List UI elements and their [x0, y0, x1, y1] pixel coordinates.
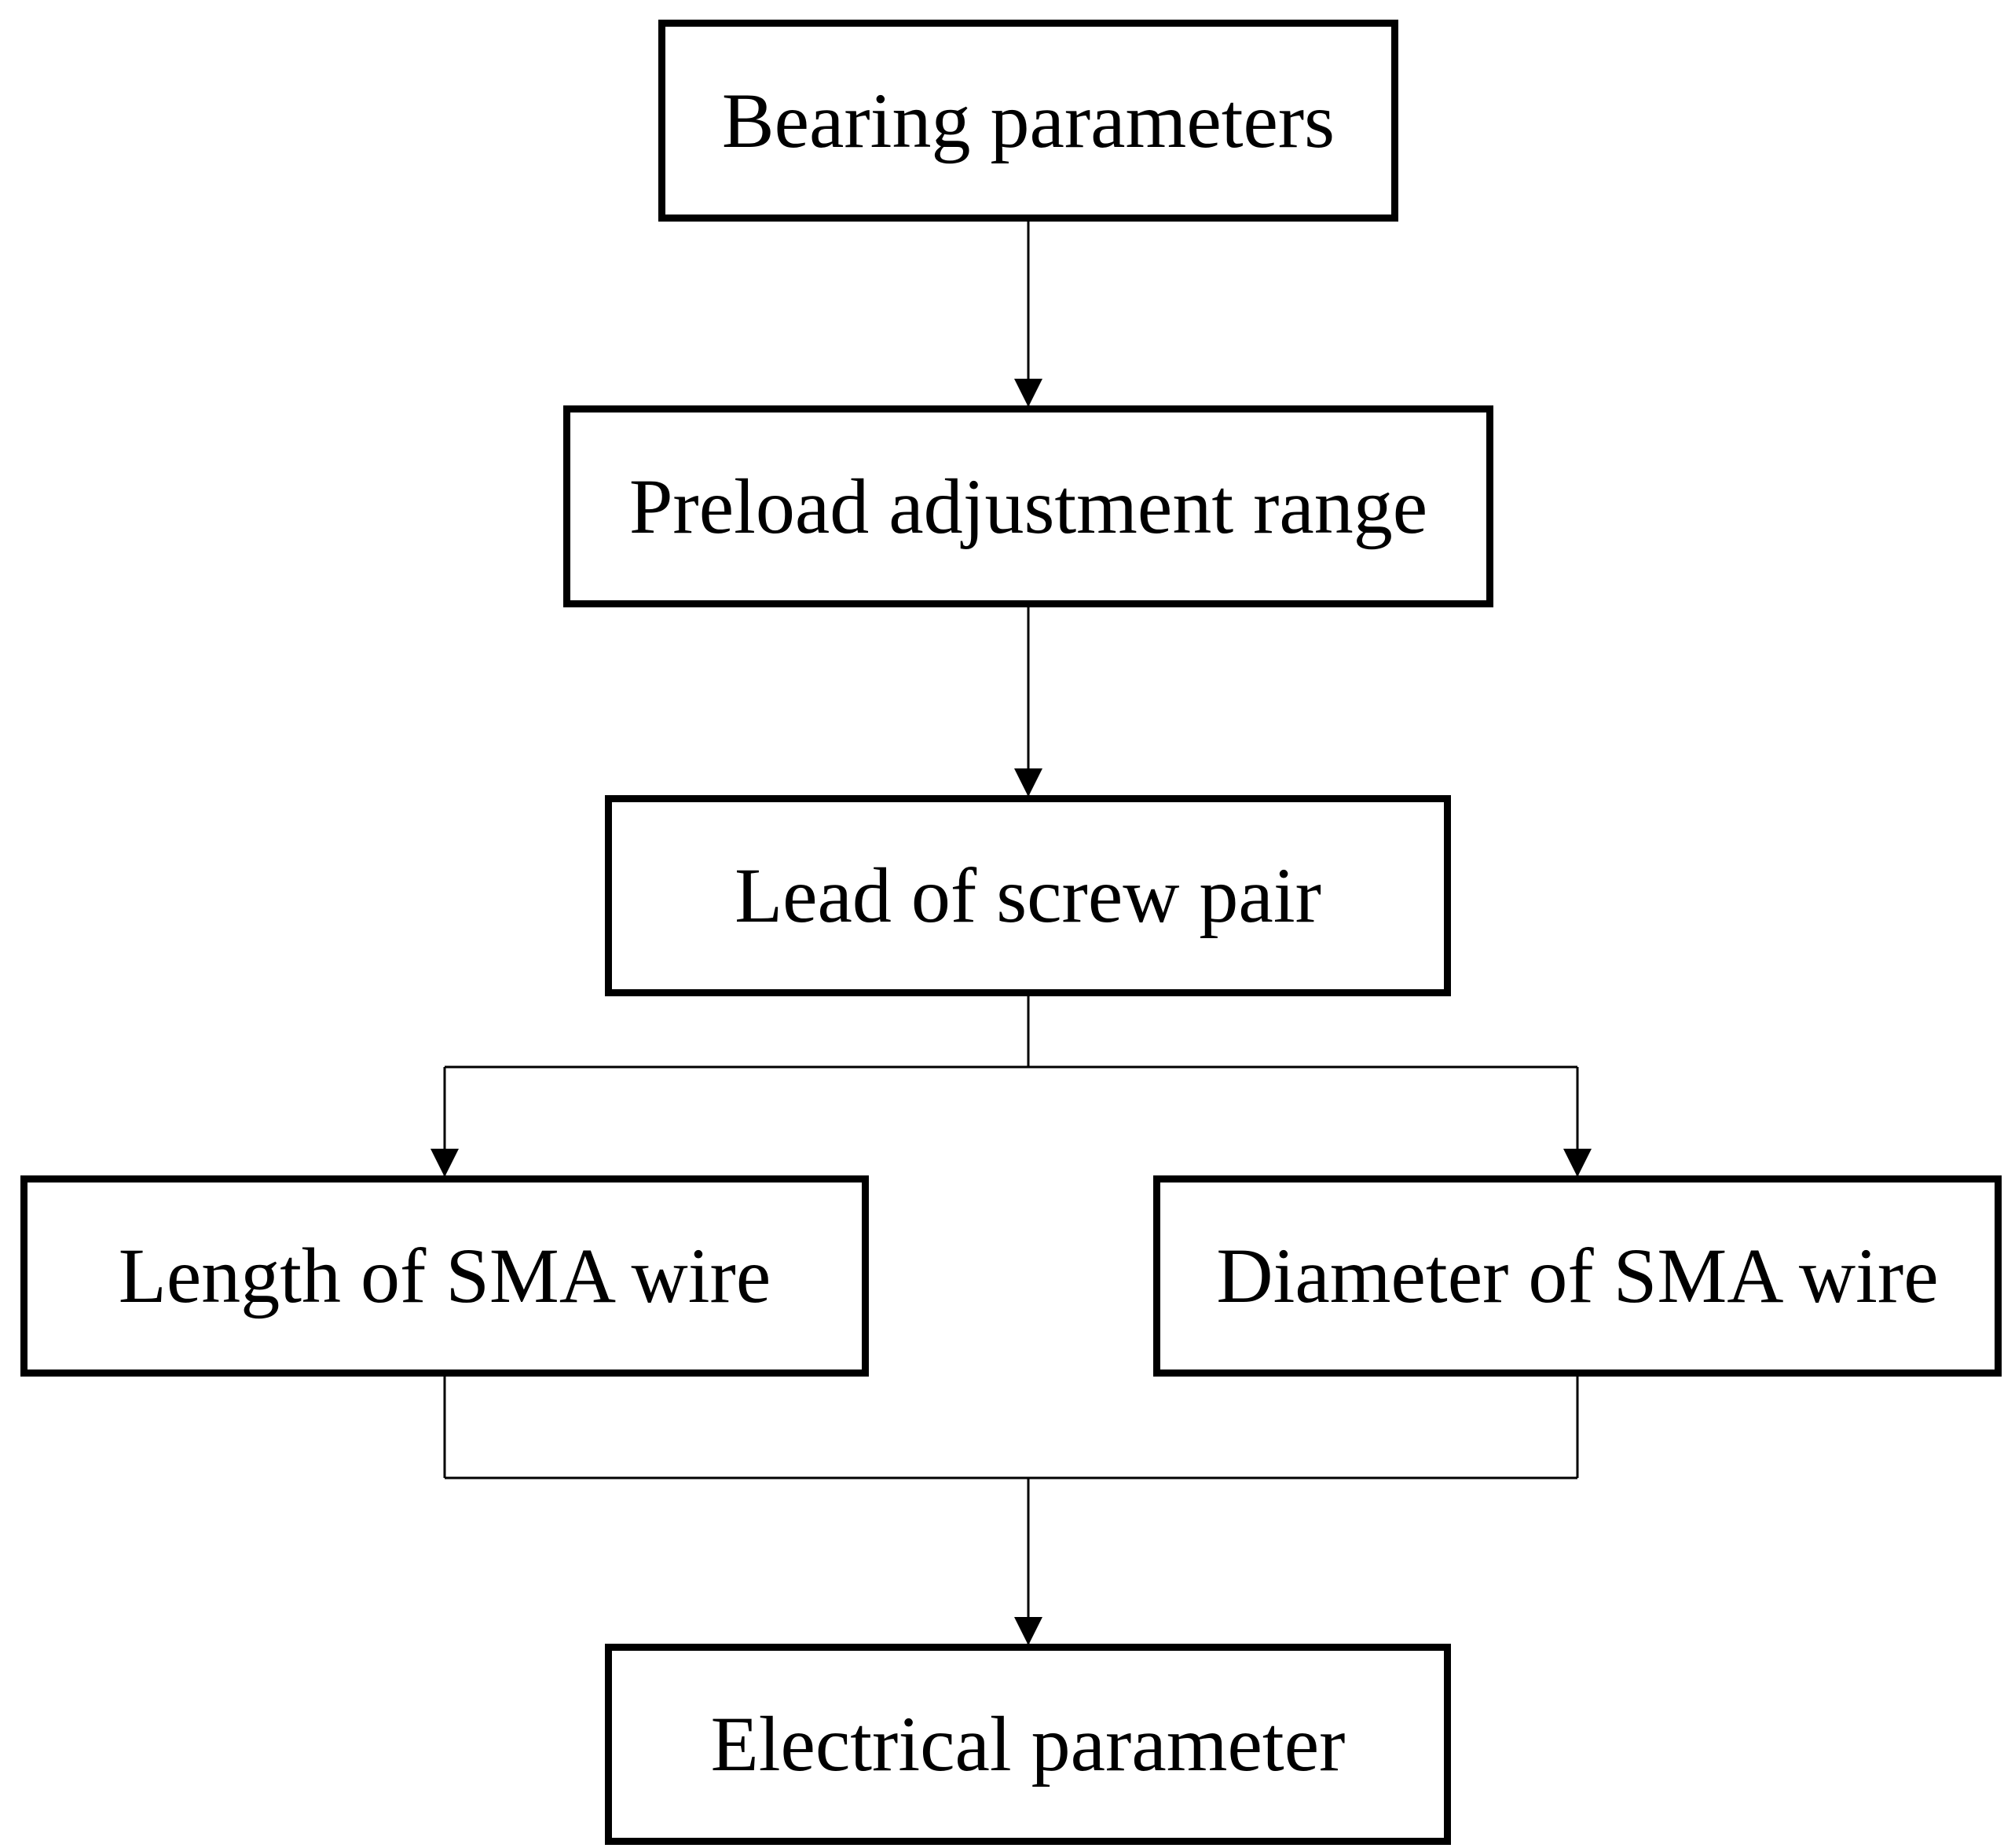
node-lead-of-screw-pair-label: Lead of screw pair	[735, 852, 1321, 939]
node-diameter-of-sma-wire-label: Diameter of SMA wire	[1216, 1232, 1939, 1319]
node-length-of-sma-wire-label: Length of SMA wire	[118, 1232, 771, 1319]
node-preload-adjustment-range: Preload adjustment range	[563, 405, 1493, 607]
node-bearing-parameters-label: Bearing parameters	[721, 76, 1335, 164]
node-lead-of-screw-pair: Lead of screw pair	[605, 795, 1451, 996]
node-electrical-parameter-label: Electrical parameter	[710, 1700, 1346, 1788]
node-length-of-sma-wire: Length of SMA wire	[20, 1175, 869, 1377]
node-diameter-of-sma-wire: Diameter of SMA wire	[1153, 1175, 2002, 1377]
node-electrical-parameter: Electrical parameter	[605, 1644, 1451, 1845]
node-bearing-parameters: Bearing parameters	[658, 20, 1398, 222]
node-preload-adjustment-range-label: Preload adjustment range	[628, 462, 1428, 550]
